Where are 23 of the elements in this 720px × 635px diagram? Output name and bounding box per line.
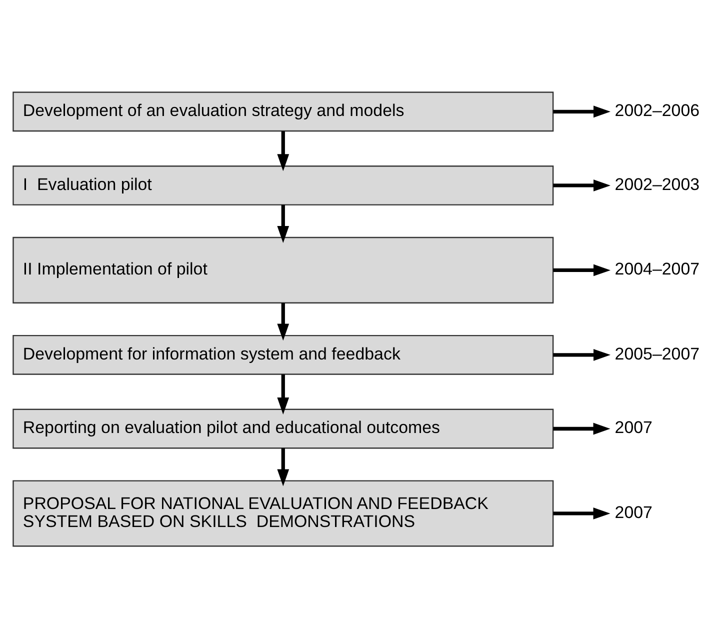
node-text: 2002–2006 — [614, 100, 700, 120]
node-text: 2007 — [614, 502, 652, 522]
arrow — [553, 507, 610, 519]
node-box: PROPOSAL FOR NATIONAL EVALUATION AND FEEDBACK SYSTEM BASED ON SKILLS DEMONSTRATIONS — [12, 480, 554, 546]
node-text: 2007 — [614, 418, 652, 437]
node-text: 2005–2007 — [614, 344, 700, 363]
arrow — [553, 422, 610, 434]
arrow — [553, 105, 610, 118]
arrow — [553, 348, 610, 360]
arrow — [277, 302, 290, 340]
node-box: Development for information system and feedback — [12, 334, 554, 374]
arrow — [277, 374, 290, 414]
arrow — [553, 179, 610, 191]
node-box: Reporting on evaluation pilot and educational outcomes — [12, 408, 554, 448]
arrow — [277, 448, 290, 486]
node-box: Development of an evaluation strategy and models — [12, 91, 554, 132]
node-box: I Evaluation pilot — [12, 165, 554, 205]
arrow — [277, 204, 290, 242]
node-text: 2002–2003 — [614, 174, 700, 194]
node-text: 2004–2007 — [614, 259, 700, 278]
arrow — [553, 264, 610, 276]
arrow — [277, 130, 290, 171]
node-box: II Implementation of pilot — [12, 236, 554, 303]
